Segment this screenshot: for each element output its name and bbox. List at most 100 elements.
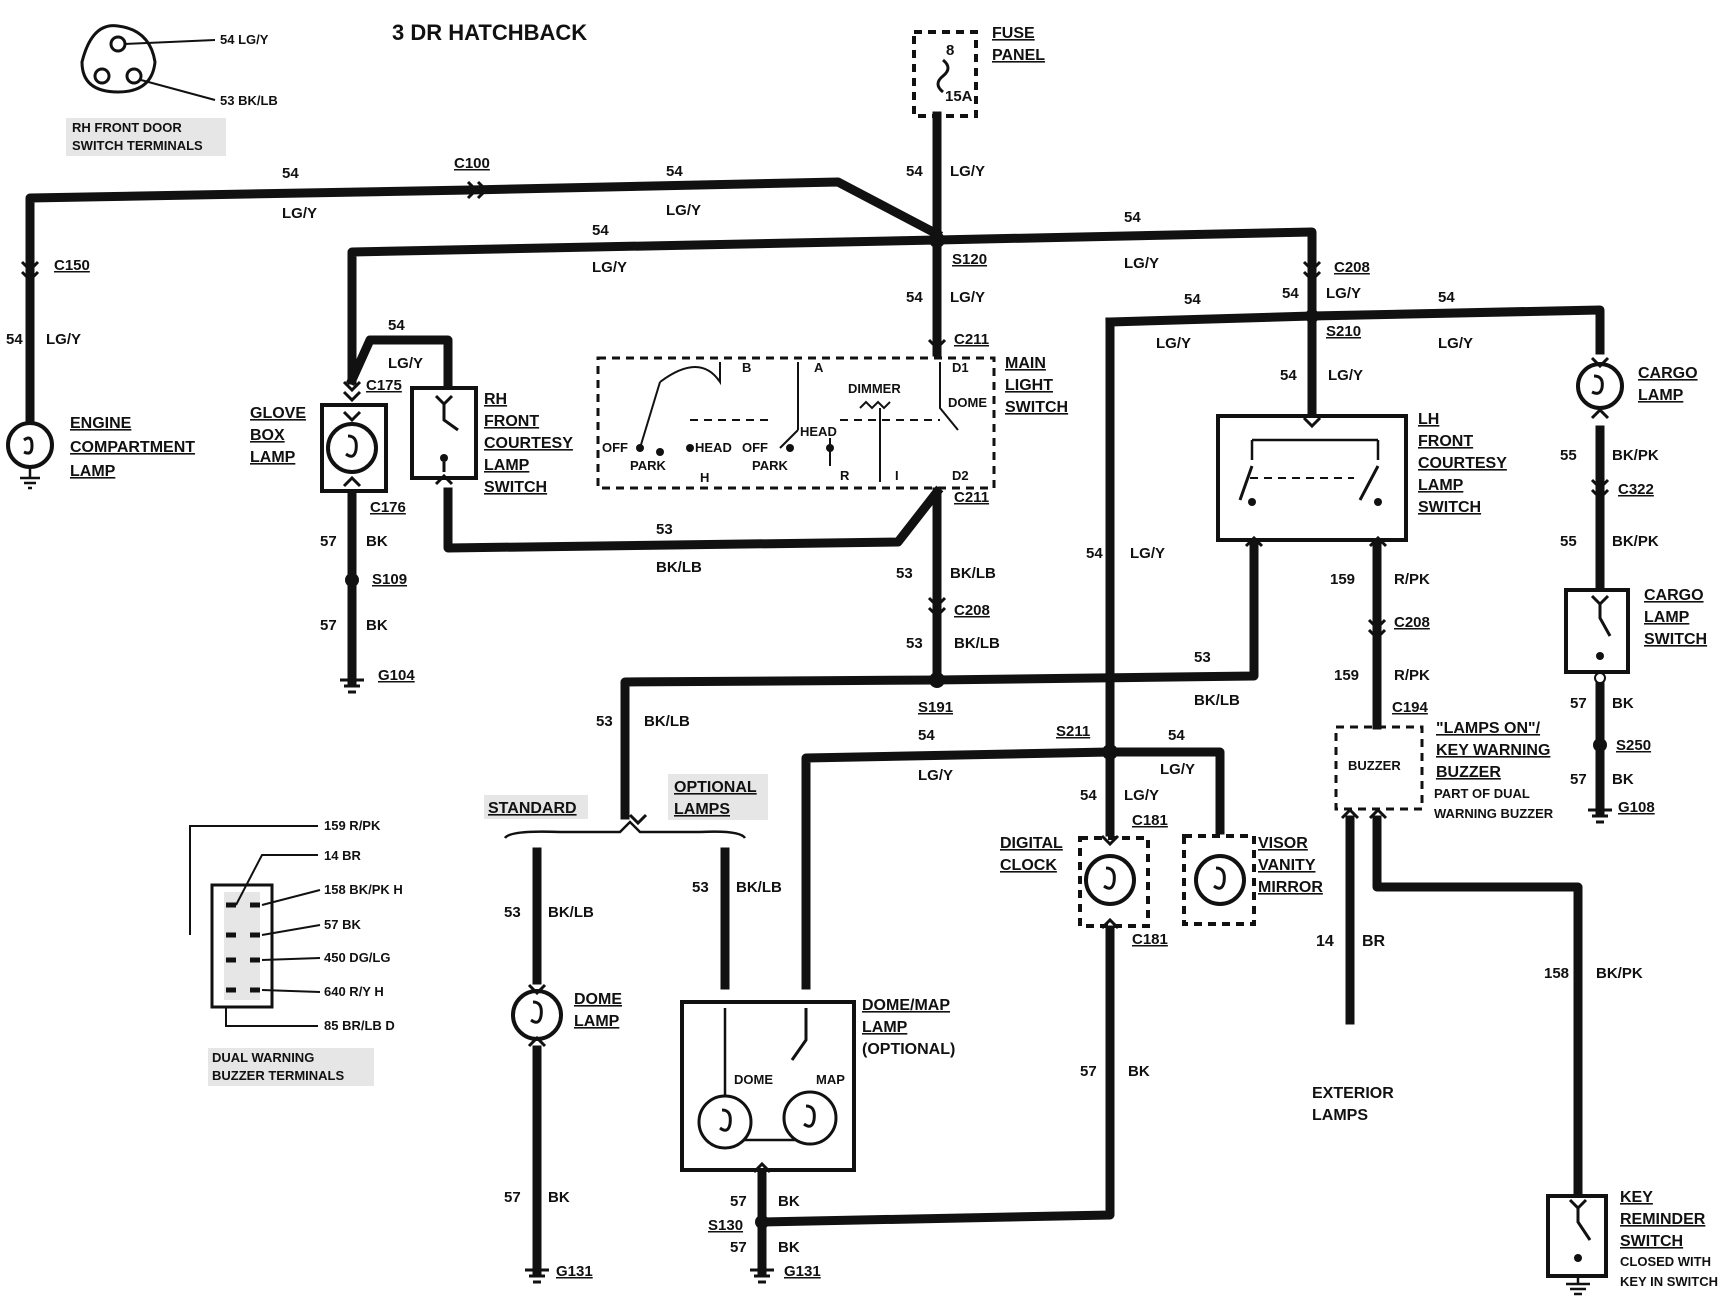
wire-rpk-a: R/PK (1394, 571, 1430, 588)
main-switch-label-1: MAIN (1005, 355, 1046, 372)
g131-right-label: G131 (784, 1263, 821, 1280)
wire-bklb-g: BK/LB (736, 879, 782, 896)
exterior-lamps-2: LAMPS (1312, 1107, 1368, 1124)
buzzer-pin-6: 640 R/Y H (324, 984, 384, 999)
wire-lgy-a: LG/Y (282, 205, 317, 222)
wire-labels: 54 LG/Y 54 LG/Y 54 LG/Y 54 LG/Y 54 LG/Y … (6, 163, 1659, 1256)
switch-dome: DOME (948, 395, 987, 410)
ground-symbols (340, 678, 1612, 1284)
wire-lgy-j: LG/Y (1326, 285, 1361, 302)
fuse-panel: 8 15A FUSE PANEL (912, 25, 1045, 118)
wire-lgy-o: LG/Y (1160, 761, 1195, 778)
g131-left-label: G131 (556, 1263, 593, 1280)
main-light-switch: B A D1 D2 DIMMER DOME OFF PARK HEAD OFF … (596, 356, 996, 490)
wire-54-h: 54 (1124, 209, 1141, 226)
clock-label-2: CLOCK (1000, 857, 1057, 874)
wire-bklb-b: BK/LB (950, 565, 996, 582)
cargo-switch-label-3: SWITCH (1644, 631, 1707, 648)
buzzer-label-1: "LAMPS ON"/ (1436, 720, 1541, 737)
s250-label: S250 (1616, 737, 1651, 754)
switch-head2: HEAD (800, 424, 837, 439)
wire-bk-a: BK (366, 533, 388, 550)
dome-map-lamp: DOME MAP (680, 1000, 856, 1174)
c211-top-label: C211 (954, 331, 989, 348)
key-reminder-switch (1546, 1194, 1608, 1296)
c150-label: C150 (54, 257, 90, 274)
standard-optional-bracket (484, 774, 768, 839)
buzzer: BUZZER (1334, 725, 1424, 820)
c176-label: C176 (370, 499, 406, 516)
splice-dots (345, 232, 1607, 1229)
switch-d2: D2 (952, 468, 969, 483)
wire-54-g: 54 (388, 317, 405, 334)
engine-compartment-lamp (6, 421, 54, 490)
wire-53-f: 53 (504, 904, 521, 921)
wires-bklb (443, 485, 1259, 990)
wires-bk (347, 425, 1605, 1275)
wire-lgy-m: LG/Y (1130, 545, 1165, 562)
wire-bklb-a: BK/LB (656, 559, 702, 576)
wire-lgy-g: LG/Y (388, 355, 423, 372)
rh-courtesy-label-5: SWITCH (484, 479, 547, 496)
fuse-panel-label-1: FUSE (992, 25, 1035, 42)
fuse-panel-label-2: PANEL (992, 47, 1045, 64)
wire-57-d: 57 (504, 1189, 521, 1206)
wire-lgy-l: LG/Y (1328, 367, 1363, 384)
wire-57-b: 57 (320, 617, 337, 634)
cargo-lamp-label-1: CARGO (1638, 365, 1698, 382)
rh-door-caption-2: SWITCH TERMINALS (72, 138, 203, 153)
rh-courtesy-label-2: FRONT (484, 413, 539, 430)
key-reminder-label-1: KEY (1620, 1189, 1653, 1206)
rh-courtesy-lamp-switch (410, 386, 478, 486)
optional-label-1: OPTIONAL (674, 779, 757, 796)
buzzer-label-3: BUZZER (1436, 764, 1501, 781)
dual-buzzer-terminals-inset: 159 R/PK 14 BR 158 BK/PK H 57 BK 450 DG/… (189, 818, 403, 1086)
wire-lgy-d: LG/Y (46, 331, 81, 348)
glove-box-label-3: LAMP (250, 449, 296, 466)
rh-courtesy-label-1: RH (484, 391, 507, 408)
rh-door-terminals-inset: 54 LG/Y 53 BK/LB RH FRONT DOOR SWITCH TE… (66, 24, 278, 156)
rh-courtesy-label-3: COURTESY (484, 435, 573, 452)
wire-54-a: 54 (282, 165, 299, 182)
reference-labels: C100 C150 C175 C176 C181 C181 C194 C208 … (54, 155, 1655, 1280)
wire-lgy-f: LG/Y (950, 289, 985, 306)
wire-lgy-c: LG/Y (592, 259, 627, 276)
wire-bklb-c: BK/LB (954, 635, 1000, 652)
switch-park1: PARK (630, 458, 666, 473)
wire-57-f: 57 (730, 1239, 747, 1256)
buzzer-pin-7: 85 BR/LB D (324, 1018, 395, 1033)
lh-courtesy-label-1: LH (1418, 411, 1439, 428)
lh-courtesy-lamp-switch (1216, 414, 1408, 548)
wire-54-p: 54 (1080, 787, 1097, 804)
wire-lgy-e: LG/Y (950, 163, 985, 180)
visor-label-3: MIRROR (1258, 879, 1323, 896)
clock-label-1: DIGITAL (1000, 835, 1063, 852)
key-reminder-label-2: REMINDER (1620, 1211, 1706, 1228)
visor-label-1: VISOR (1258, 835, 1308, 852)
wire-54-e: 54 (906, 163, 923, 180)
wire-14: 14 (1316, 933, 1334, 950)
s191-label: S191 (918, 699, 953, 716)
wire-bk-h: BK (1612, 771, 1634, 788)
s210-label: S210 (1326, 323, 1361, 340)
map-inner: MAP (816, 1072, 845, 1087)
key-reminder-note-2: KEY IN SWITCH (1620, 1274, 1718, 1289)
main-switch-label-2: LIGHT (1005, 377, 1053, 394)
dome-map-label-3: (OPTIONAL) (862, 1041, 955, 1058)
rh-door-pin-1: 54 LG/Y (220, 32, 269, 47)
c322-label: C322 (1618, 481, 1654, 498)
wire-159-b: 159 (1334, 667, 1359, 684)
key-reminder-label-3: SWITCH (1620, 1233, 1683, 1250)
key-reminder-note-1: CLOSED WITH (1620, 1254, 1711, 1269)
wire-55-a: 55 (1560, 447, 1577, 464)
wire-lgy-b: LG/Y (666, 202, 701, 219)
wire-54-l: 54 (1280, 367, 1297, 384)
digital-clock (1078, 836, 1150, 928)
buzzer-terminals-caption-2: BUZZER TERMINALS (212, 1068, 344, 1083)
buzzer-pin-5: 450 DG/LG (324, 950, 390, 965)
engine-lamp-label-2: COMPARTMENT (70, 439, 195, 456)
wire-54-n: 54 (918, 727, 935, 744)
switch-d1: D1 (952, 360, 969, 375)
wire-bkpk-c: BK/PK (1596, 965, 1643, 982)
